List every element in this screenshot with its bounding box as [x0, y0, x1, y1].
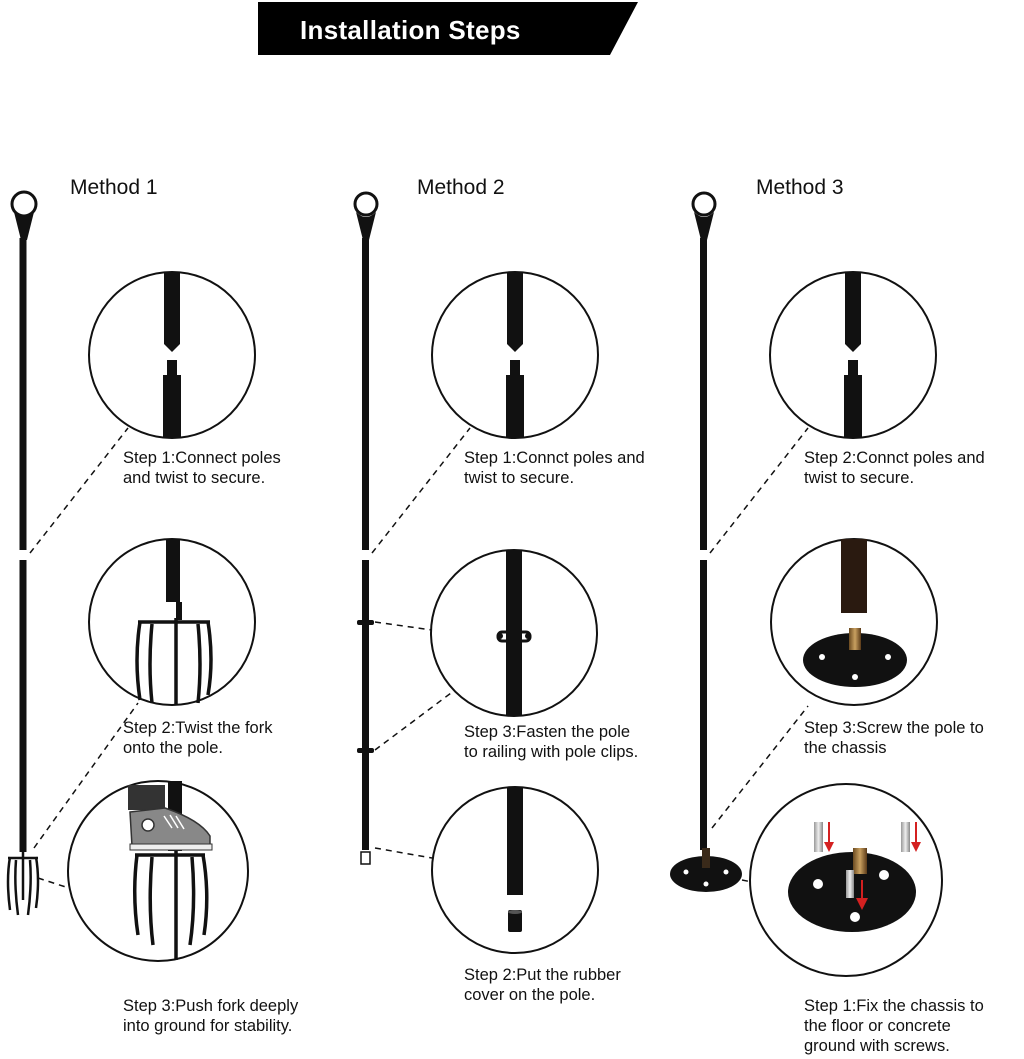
method1-label: Method 1 [70, 176, 158, 199]
banner-shape [258, 2, 638, 55]
method1-pole [6, 190, 40, 916]
method2-detail-rubber-cover [431, 786, 599, 954]
method1-detail-twist-fork [88, 538, 256, 706]
method3-step-text: Step 1:Fix the chassis to the floor or c… [804, 997, 984, 1055]
method2-step-text: Step 3:Fasten the pole to railing with p… [464, 723, 639, 761]
method3-pole [670, 191, 742, 892]
method3-step-text: Step 2:Connct poles and twist to secure. [804, 449, 985, 487]
method2-step-text: Step 1:Connct poles and twist to secure. [464, 449, 645, 487]
method1-step-text: Step 1:Connect poles and twist to secure… [123, 449, 281, 487]
title-banner: Installation Steps [258, 2, 638, 55]
method3-connectors [709, 427, 809, 883]
method2-detail-pole-clips [430, 549, 598, 717]
method1-detail-push-fork [67, 780, 249, 962]
method3-step-text: Step 3:Screw the pole to the chassis [804, 719, 984, 757]
method2-step-text: Step 2:Put the rubber cover on the pole. [464, 966, 621, 1004]
method3-detail-screw-chassis [770, 538, 938, 706]
method1-step-text: Step 3:Push fork deeply into ground for … [123, 997, 299, 1035]
method3-detail-fix-chassis [749, 783, 943, 977]
down-arrow-icon [824, 822, 921, 910]
method3-detail-connect-poles [769, 271, 937, 439]
method3-label: Method 3 [756, 176, 844, 199]
method2-label: Method 2 [417, 176, 505, 199]
method1-step-text: Step 2:Twist the fork onto the pole. [123, 719, 273, 757]
method1-connectors [29, 427, 139, 891]
method2-connectors [371, 427, 471, 859]
method2-pole [353, 191, 379, 865]
page-title: Installation Steps [300, 15, 521, 45]
method1-detail-connect-poles [88, 271, 256, 439]
method2-detail-connect-poles [431, 271, 599, 439]
